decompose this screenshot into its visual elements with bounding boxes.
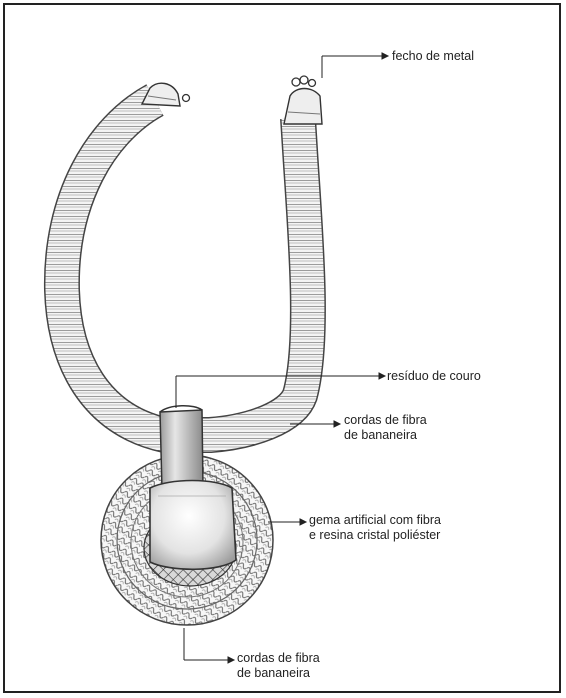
label-leather: resíduo de couro — [387, 369, 481, 384]
leather-loop — [160, 406, 203, 490]
label-fiber-bottom-line1: cordas de fibra — [237, 651, 320, 666]
label-gem-line1: gema artificial com fibra — [309, 513, 441, 528]
label-gem-line2: e resina cristal poliéster — [309, 528, 441, 543]
label-fiber-bottom: cordas de fibra de bananeira — [237, 651, 320, 681]
label-fiber-bottom-line2: de bananeira — [237, 666, 320, 681]
artificial-gem — [150, 481, 236, 570]
label-fiber-top: cordas de fibra de bananeira — [344, 413, 427, 443]
label-fiber-top-line1: cordas de fibra — [344, 413, 427, 428]
fiber-strand — [62, 100, 308, 435]
right-clasp-cap — [284, 76, 322, 124]
label-gem: gema artificial com fibra e resina crist… — [309, 513, 441, 543]
label-fiber-top-line2: de bananeira — [344, 428, 427, 443]
left-clasp-cap — [142, 83, 190, 106]
label-clasp: fecho de metal — [392, 49, 474, 64]
